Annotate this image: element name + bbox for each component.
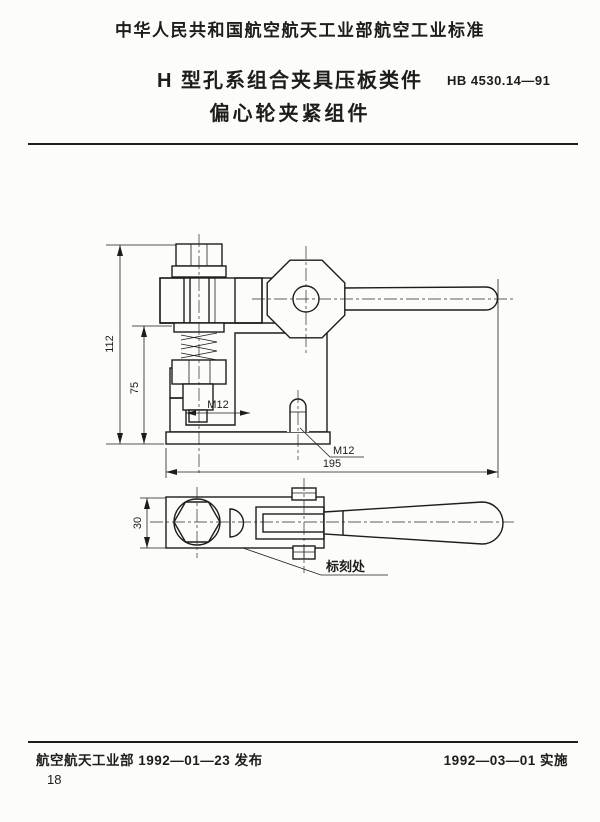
title-block: H 型孔系组合夹具压板类件 偏心轮夹紧组件 HB 4530.14—91: [0, 64, 600, 126]
top-view: 30 标刻处: [132, 478, 514, 576]
arm-left-section: [159, 277, 185, 324]
handle-top-view: [323, 501, 504, 545]
dim-m12-right-label: M12: [333, 445, 354, 457]
footer-rule: [28, 741, 578, 743]
leader-marking-location: 标刻处: [242, 547, 388, 576]
dim-body-width: 30: [132, 497, 166, 549]
page-number: 18: [47, 772, 62, 787]
dim-thread-slot: M12: [186, 399, 250, 416]
handle-side-view: [342, 286, 499, 311]
doc-title-line2: 偏心轮夹紧组件: [209, 103, 371, 125]
stud-end: [182, 383, 214, 411]
dim-overall-height: 112: [104, 244, 176, 445]
dim-30-label: 30: [132, 517, 144, 529]
header-standard-org: 中华人民共和国航空航天工业部航空工业标准: [115, 21, 485, 40]
dim-overall-length: 195: [165, 279, 499, 478]
dim-75-label: 75: [129, 382, 141, 394]
arm-right-section: [234, 277, 263, 324]
marking-location-label: 标刻处: [325, 559, 366, 574]
pressure-plate-arm: [159, 277, 263, 324]
main-section-view: 112 75 M12 195 M12: [104, 234, 516, 478]
doc-title-line1: H 型孔系组合夹具压板类件: [157, 70, 423, 92]
header-rule: [28, 143, 578, 145]
footer-effective: 1992—03—01 实施: [443, 753, 568, 768]
dim-m12-left-label: M12: [207, 399, 228, 411]
spring-dome-top: [229, 508, 245, 538]
dim-195-label: 195: [323, 458, 341, 470]
dim-112-label: 112: [104, 335, 116, 353]
standard-number: HB 4530.14—91: [447, 73, 551, 88]
base-bottom-plate: [165, 431, 331, 445]
leader-thread-hole: M12: [299, 427, 364, 458]
body-block-top: [165, 496, 325, 549]
dim-inner-height: 75: [129, 325, 172, 444]
footer-issued: 航空航天工业部 1992—01—23 发布: [36, 753, 263, 768]
